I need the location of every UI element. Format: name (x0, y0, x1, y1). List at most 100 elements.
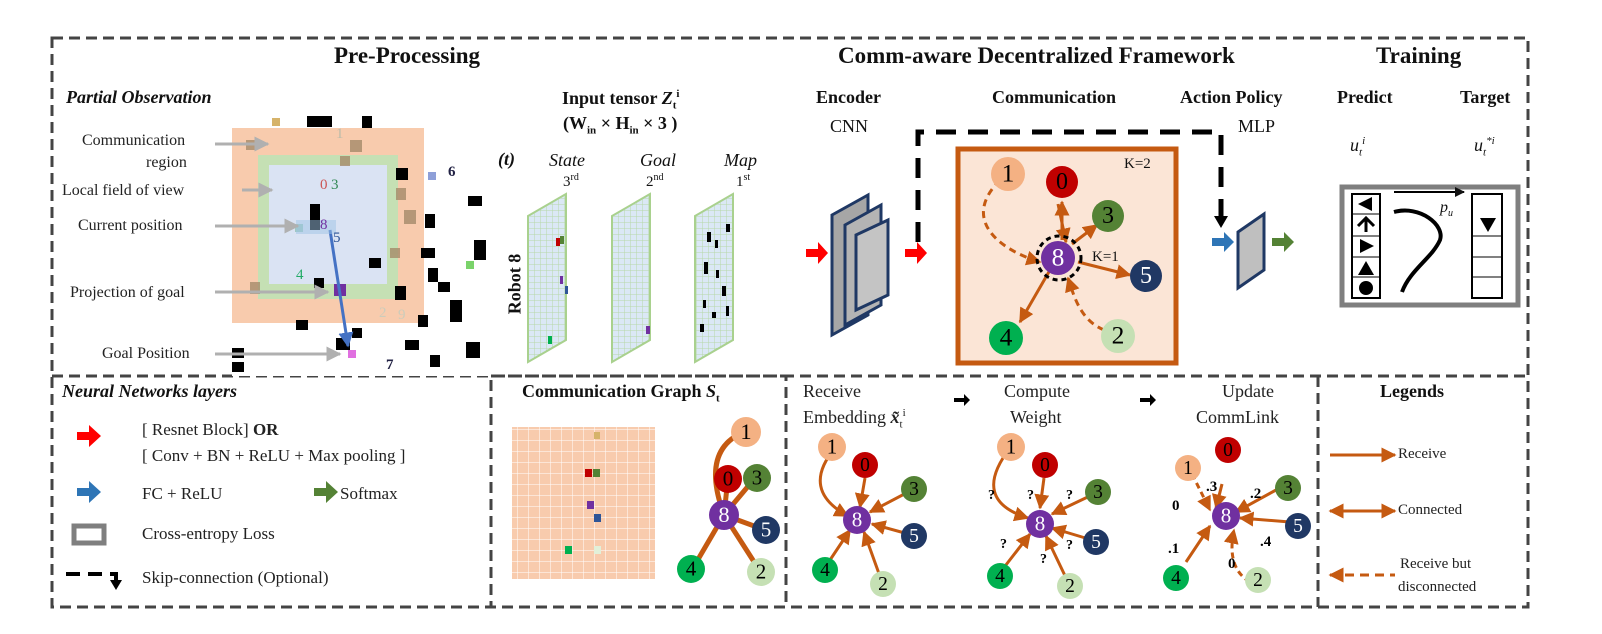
cg-robot-4-circle (677, 555, 705, 583)
comm-robot-4-label: 4 (1000, 323, 1013, 352)
re-robot-3-circle (901, 476, 927, 502)
tensor-sup: i (676, 88, 680, 100)
uc-robot-2-label: 2 (1253, 570, 1263, 591)
cw-robot-5-circle (1083, 529, 1109, 555)
comm-robot-3-circle (1092, 200, 1124, 232)
annotation-arrows (215, 136, 342, 362)
map-robot-3: 3 (331, 177, 339, 193)
comm-robot-1: 1 (991, 157, 1025, 191)
comm-robot-3-label: 3 (1102, 203, 1114, 229)
cw-robot-8-circle (1026, 510, 1054, 538)
step-receive: Receive (803, 381, 861, 401)
map-robot-5: 5 (333, 230, 341, 246)
encoder-block (830, 192, 1266, 338)
skip-label: Skip-connection (Optional) (142, 568, 329, 587)
cw-w-1: ? (988, 488, 995, 503)
cg-robot-5: 5 (752, 516, 780, 544)
cw-robot-4-circle (987, 563, 1013, 589)
cw-robot-8-label: 8 (1035, 511, 1046, 535)
cg-robot-3-circle (743, 464, 771, 492)
cw-robot-5-label: 5 (1091, 532, 1101, 553)
cg-robot-8-label: 8 (718, 502, 729, 527)
predict-title: Predict (1337, 87, 1393, 107)
channel-state-order: 3rd (563, 173, 579, 190)
step-arrows (954, 394, 1156, 406)
dims-in1: in (587, 124, 597, 137)
uc-edge-0 (1211, 483, 1227, 510)
comm-grid-robots (565, 432, 601, 554)
uc-w-0: .3 (1206, 479, 1217, 495)
uc-edge-4 (1184, 524, 1212, 563)
cw-robot-3-label: 3 (1093, 482, 1103, 503)
tensor-sub: t (672, 99, 677, 112)
uc-robot-1-label: 1 (1183, 458, 1193, 479)
u-sub: t (1359, 146, 1363, 159)
map-robot-7: 7 (386, 357, 394, 373)
cg-robot-8: 8 (709, 500, 739, 530)
uc-robot-4: 4 (1163, 565, 1189, 591)
map-robot-9: 9 (398, 307, 406, 323)
label-fov: Local field of view (62, 182, 185, 199)
cg-robot-1-circle (731, 417, 761, 447)
graph-edges (690, 429, 1291, 584)
nn-layers-title: Neural Networks layers (62, 381, 237, 401)
uc-robot-5-label: 5 (1293, 516, 1303, 537)
map-robot-0: 0 (320, 177, 328, 193)
comm-robot-5-label: 5 (1140, 263, 1152, 289)
uc-robot-8-label: 8 (1221, 503, 1232, 527)
comm-robot-1-label: 1 (1002, 159, 1015, 188)
cg-robot-2-circle (747, 558, 775, 586)
pu-sub: u (1448, 208, 1453, 220)
cw-w-0: ? (1027, 488, 1034, 503)
re-robot-2-label: 2 (878, 574, 888, 595)
pu-sym: p (1440, 199, 1448, 216)
cg-robot-0-circle (714, 465, 742, 493)
step-update: Update (1222, 381, 1274, 401)
observation-map (232, 116, 488, 376)
re-robot-0-circle (852, 452, 878, 478)
cw-robot-0: 0 (1032, 452, 1058, 478)
ustar-sup: *i (1486, 135, 1495, 147)
map-suffix: st (743, 172, 751, 183)
uc-robot-5-circle (1285, 513, 1311, 539)
comm-robot-8-label: 8 (1052, 243, 1065, 272)
cw-robot-0-label: 0 (1040, 455, 1050, 476)
comm-robot-3: 3 (1092, 200, 1124, 232)
legend-receive: Receive (1398, 446, 1447, 462)
re-robot-5-circle (901, 523, 927, 549)
section-training: Training (1376, 43, 1462, 68)
training-box (1339, 184, 1521, 308)
step-compute: Compute (1004, 381, 1070, 401)
legend-disconnected-2: disconnected (1398, 579, 1477, 595)
cw-robot-4-label: 4 (995, 566, 1005, 587)
cg-robot-3: 3 (743, 464, 771, 492)
uc-robot-0: 0 (1215, 437, 1241, 463)
cw-w-2: ? (1040, 552, 1047, 567)
resnet-text: [ Resnet Block] (142, 420, 249, 439)
cw-edge-4 (1000, 532, 1032, 571)
label-current-position: Current position (78, 217, 183, 234)
map-robot-4: 4 (296, 267, 304, 283)
uc-robot-3: 3 (1275, 475, 1301, 501)
re-robot-5-label: 5 (909, 526, 919, 547)
map-robot-6: 6 (448, 164, 456, 180)
or-text: OR (252, 420, 279, 439)
uc-robot-3-label: 3 (1283, 478, 1293, 499)
ce-loss-label: Cross-entropy Loss (142, 524, 275, 543)
cg-robot-5-circle (752, 516, 780, 544)
comm-robot-8: 8 (1041, 241, 1075, 275)
robot-label: Robot 8 (504, 253, 525, 315)
re-edge-0 (854, 477, 870, 509)
state-order: 3 (563, 174, 571, 190)
cg-robot-1: 1 (731, 417, 761, 447)
input-tensor-title: Input tensor Zti (562, 89, 679, 112)
uc-robot-2-circle (1245, 567, 1271, 593)
uc-robot-8: 8 (1212, 502, 1240, 530)
nn-legend-icons (66, 425, 338, 590)
cw-robot-4: 4 (987, 563, 1013, 589)
uc-robot-0-label: 0 (1223, 440, 1233, 461)
re-robot-3: 3 (901, 476, 927, 502)
